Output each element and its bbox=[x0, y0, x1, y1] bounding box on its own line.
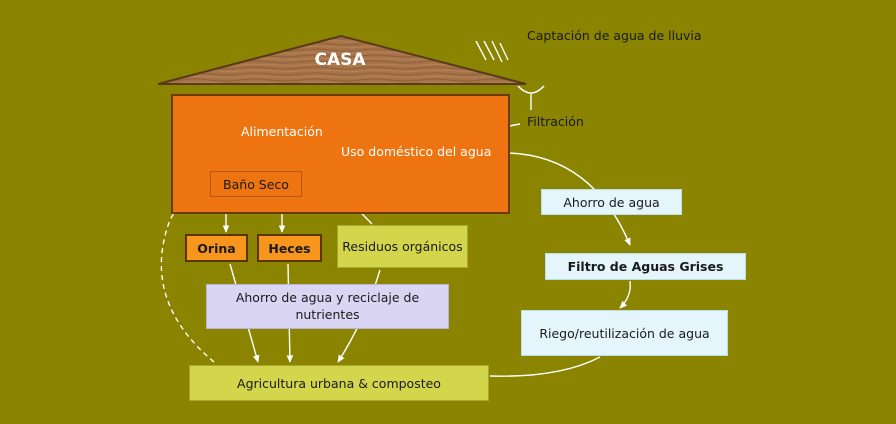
ahorro-agua-box: Ahorro de agua bbox=[541, 189, 682, 215]
residuos-organicos-box: Residuos orgánicos bbox=[337, 225, 468, 268]
rain-label: Captación de agua de lluvia bbox=[527, 28, 702, 43]
alimentacion-label: Alimentación bbox=[241, 124, 323, 139]
filtration-label: Filtración bbox=[527, 114, 584, 129]
rain-icon bbox=[475, 40, 509, 63]
orina-box: Orina bbox=[185, 234, 248, 262]
filtro-aguas-grises-box: Filtro de Aguas Grises bbox=[545, 253, 746, 280]
heces-box: Heces bbox=[257, 234, 322, 262]
bano-seco-box: Baño Seco bbox=[210, 171, 302, 197]
ahorro-reciclaje-box: Ahorro de agua y reciclaje de nutrientes bbox=[206, 284, 449, 329]
riego-reutilizacion-box: Riego/reutilización de agua bbox=[521, 310, 728, 356]
agricultura-box: Agricultura urbana & composteo bbox=[189, 365, 489, 401]
gutter-icon bbox=[517, 85, 545, 94]
uso-domestico-label: Uso doméstico del agua bbox=[341, 144, 492, 159]
roof bbox=[157, 34, 527, 85]
roof-title: CASA bbox=[314, 50, 366, 70]
